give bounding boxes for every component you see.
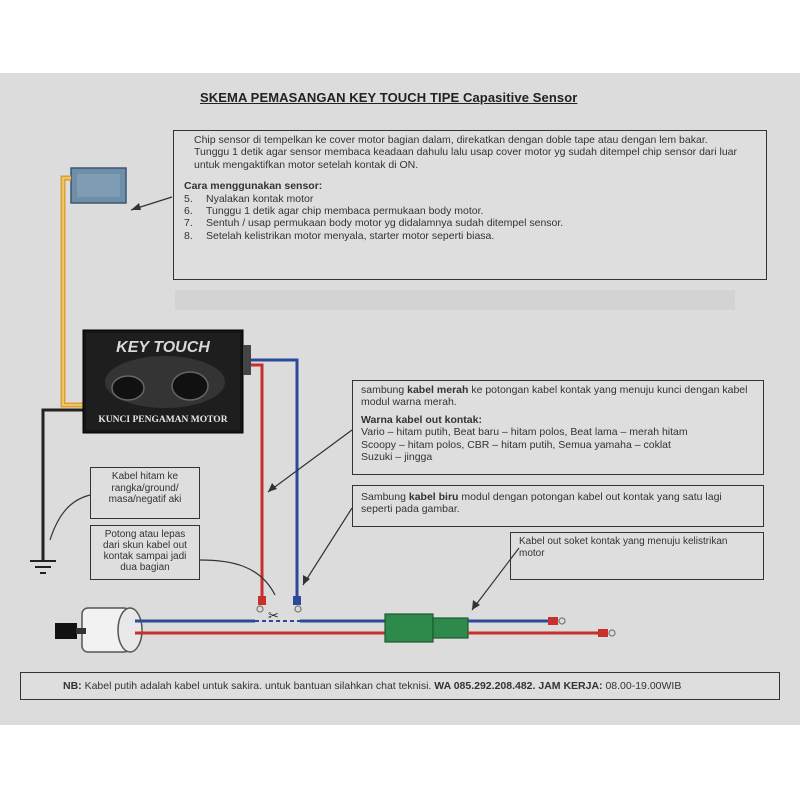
module-blue-wire [251, 358, 299, 597]
ground-note: Kabel hitam ke rangka/ground/ masa/negat… [90, 467, 200, 519]
chip-pointer-head [131, 203, 141, 210]
blue-wire-terminal [293, 596, 301, 605]
footer-note: NB: Kabel putih adalah kabel untuk sakir… [20, 672, 780, 700]
step-text: Tunggu 1 detik agar chip membaca permuka… [206, 204, 484, 217]
step-number: 5. [184, 192, 193, 205]
chip-note-line2: Tunggu 1 detik agar sensor membaca keada… [194, 146, 738, 171]
usage-step: 7. Sentuh / usap permukaan body motor yg … [184, 217, 756, 229]
out-pointer-arrow [471, 547, 520, 611]
footer-hours: 08.00-19.00WIB [602, 680, 682, 692]
footer-text: Kabel putih adalah kabel untuk sakira. u… [81, 680, 435, 692]
blue-pointer-arrow [302, 507, 353, 586]
wire-colors-heading: Warna kabel out kontak: [361, 413, 482, 426]
footer-label: NB: [63, 680, 82, 692]
key-icon [55, 623, 77, 639]
red-wire-note: sambung kabel merah ke potongan kabel ko… [352, 380, 764, 475]
cut-pointer-arrow [199, 559, 276, 596]
ground-pointer-arrow [49, 494, 91, 541]
out-socket-note: Kabel out soket kontak yang menuju kelis… [510, 532, 764, 580]
module-red-wire [251, 363, 264, 597]
chip-note-line1: Chip sensor di tempelkan ke cover motor … [194, 134, 708, 146]
usage-step: 8. Setelah kelistrikan motor menyala, sta… [184, 230, 756, 242]
chip-sensor-note: Chip sensor di tempelkan ke cover motor … [173, 130, 767, 280]
module-connector [243, 345, 251, 375]
red-wire-terminal [258, 596, 266, 605]
usage-step: 6. Tunggu 1 detik agar chip membaca permu… [184, 205, 756, 217]
sensor-wire [60, 175, 83, 408]
chip-sensor-face [77, 174, 120, 197]
blue-wire-note: Sambung kabel biru modul dengan potongan… [352, 485, 764, 527]
scissors-icon: ✂ [268, 609, 279, 624]
key-touch-module: KEY TOUCH KUNCI PENGAMAN MOTOR [82, 329, 251, 434]
red-pointer-arrow [267, 429, 353, 493]
usage-steps: 5. Nyalakan kontak motor 6. Tunggu 1 detik… [184, 193, 756, 243]
module-caption: KUNCI PENGAMAN MOTOR [98, 415, 227, 425]
diagram-title: SKEMA PEMASANGAN KEY TOUCH TIPE Capasiti… [200, 90, 578, 105]
step-number: 6. [184, 204, 193, 217]
usage-step: 5. Nyalakan kontak motor [184, 193, 756, 205]
usage-heading: Cara menggunakan sensor: [184, 180, 323, 193]
footer-contact: WA 085.292.208.482. JAM KERJA: [434, 680, 603, 692]
green-connector [384, 613, 434, 643]
step-text: Setelah kelistrikan motor menyala, start… [206, 229, 495, 242]
red-wire-intro: sambung kabel merah ke potongan kabel ko… [361, 384, 748, 409]
step-number: 7. [184, 217, 193, 230]
step-text: Nyalakan kontak motor [206, 192, 314, 205]
sensor-wire-highlight [62, 177, 83, 406]
wire-color-line: Scoopy – hitam polos, CBR – hitam putih,… [361, 438, 671, 451]
wire-color-line: Suzuki – jingga [361, 450, 433, 463]
step-text: Sentuh / usap permukaan body motor yg di… [206, 217, 564, 230]
wire-color-line: Vario – hitam putih, Beat baru – hitam p… [361, 426, 688, 439]
ground-wire [41, 408, 83, 560]
step-number: 8. [184, 229, 193, 242]
module-brand: KEY TOUCH [116, 339, 210, 356]
cut-wire-note: Potong atau lepas dari skun kabel out ko… [90, 525, 200, 580]
faded-print-band [175, 290, 735, 310]
ignition-switch [55, 607, 143, 653]
